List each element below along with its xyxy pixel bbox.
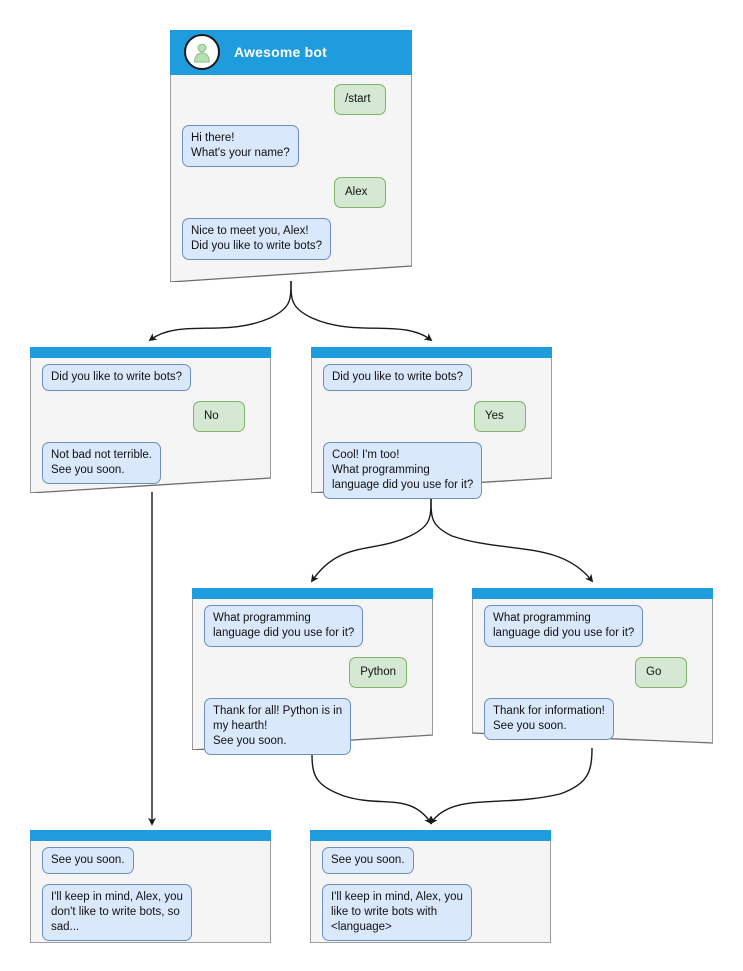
message-row: Did you like to write bots?: [323, 364, 540, 391]
bot-message-bubble: What programming language did you use fo…: [484, 605, 644, 647]
node-branch-yes[interactable]: Did you like to write bots? Yes Cool! I'…: [311, 347, 552, 499]
node-branch-python-titlebar: [192, 588, 433, 598]
message-row: Yes: [323, 401, 540, 432]
message-row: Alex: [182, 177, 400, 208]
node-branch-yes-chat: Did you like to write bots? Yes Cool! I'…: [311, 357, 552, 499]
node-end-happy[interactable]: See you soon. I'll keep in mind, Alex, y…: [310, 830, 551, 943]
bot-message-bubble: Nice to meet you, Alex! Did you like to …: [182, 218, 332, 260]
message-row: See you soon.: [322, 847, 539, 874]
node-end-sad-titlebar: [30, 830, 271, 840]
node-branch-no-chat: Did you like to write bots? No Not bad n…: [30, 357, 271, 484]
bot-message-bubble: Did you like to write bots?: [42, 364, 192, 391]
user-message-bubble: Python: [349, 657, 407, 688]
message-row: I'll keep in mind, Alex, you don't like …: [42, 884, 259, 941]
message-row: Cool! I'm too! What programming language…: [323, 442, 540, 499]
edge-python-to-end-happy: [311, 753, 433, 825]
user-message-bubble: /start: [334, 84, 386, 115]
message-row: What programming language did you use fo…: [204, 605, 421, 647]
node-end-happy-chat: See you soon. I'll keep in mind, Alex, y…: [310, 840, 551, 941]
bot-title: Awesome bot: [234, 44, 327, 60]
message-row: Did you like to write bots?: [42, 364, 259, 391]
message-row: What programming language did you use fo…: [484, 605, 701, 647]
person-avatar-icon: [184, 34, 220, 70]
bot-message-bubble: Not bad not terrible. See you soon.: [42, 442, 162, 484]
user-message-bubble: Yes: [474, 401, 526, 432]
edge-yes-to-python: [310, 497, 432, 583]
message-row: Thank for all! Python is in my hearth! S…: [204, 698, 421, 755]
bot-message-bubble: Thank for all! Python is in my hearth! S…: [204, 698, 352, 755]
node-end-happy-titlebar: [310, 830, 551, 840]
bot-message-bubble: I'll keep in mind, Alex, you like to wri…: [322, 884, 472, 941]
node-branch-go-chat: What programming language did you use fo…: [472, 598, 713, 740]
bot-message-bubble: See you soon.: [42, 847, 134, 874]
message-row: I'll keep in mind, Alex, you like to wri…: [322, 884, 539, 941]
edge-root-to-no: [148, 280, 292, 342]
bot-message-bubble: Did you like to write bots?: [323, 364, 473, 391]
node-branch-yes-titlebar: [311, 347, 552, 357]
node-branch-python[interactable]: What programming language did you use fo…: [192, 588, 433, 755]
user-message-bubble: Go: [635, 657, 687, 688]
edge-go-to-end-happy: [429, 747, 593, 825]
node-root-chat: /start Hi there! What's your name? Alex …: [170, 74, 412, 260]
edge-yes-to-go: [430, 497, 594, 583]
bot-message-bubble: Thank for information! See you soon.: [484, 698, 614, 740]
node-branch-no-titlebar: [30, 347, 271, 357]
bot-message-bubble: Hi there! What's your name?: [182, 125, 299, 167]
message-row: No: [42, 401, 259, 432]
message-row: /start: [182, 84, 400, 115]
user-message-bubble: Alex: [334, 177, 386, 208]
message-row: See you soon.: [42, 847, 259, 874]
node-branch-go-titlebar: [472, 588, 713, 598]
message-row: Not bad not terrible. See you soon.: [42, 442, 259, 484]
bot-message-bubble: I'll keep in mind, Alex, you don't like …: [42, 884, 192, 941]
node-root[interactable]: Awesome bot /start Hi there! What's your…: [170, 30, 412, 282]
node-end-sad[interactable]: See you soon. I'll keep in mind, Alex, y…: [30, 830, 271, 943]
message-row: Thank for information! See you soon.: [484, 698, 701, 740]
node-branch-no[interactable]: Did you like to write bots? No Not bad n…: [30, 347, 271, 493]
message-row: Nice to meet you, Alex! Did you like to …: [182, 218, 400, 260]
user-message-bubble: No: [193, 401, 245, 432]
bot-message-bubble: What programming language did you use fo…: [204, 605, 364, 647]
edge-root-to-yes: [290, 280, 433, 342]
bot-message-bubble: See you soon.: [322, 847, 414, 874]
node-branch-go[interactable]: What programming language did you use fo…: [472, 588, 713, 750]
message-row: Go: [484, 657, 701, 688]
message-row: Python: [204, 657, 421, 688]
node-root-titlebar: Awesome bot: [170, 30, 412, 74]
node-end-sad-chat: See you soon. I'll keep in mind, Alex, y…: [30, 840, 271, 941]
message-row: Hi there! What's your name?: [182, 125, 400, 167]
bot-message-bubble: Cool! I'm too! What programming language…: [323, 442, 483, 499]
node-branch-python-chat: What programming language did you use fo…: [192, 598, 433, 755]
